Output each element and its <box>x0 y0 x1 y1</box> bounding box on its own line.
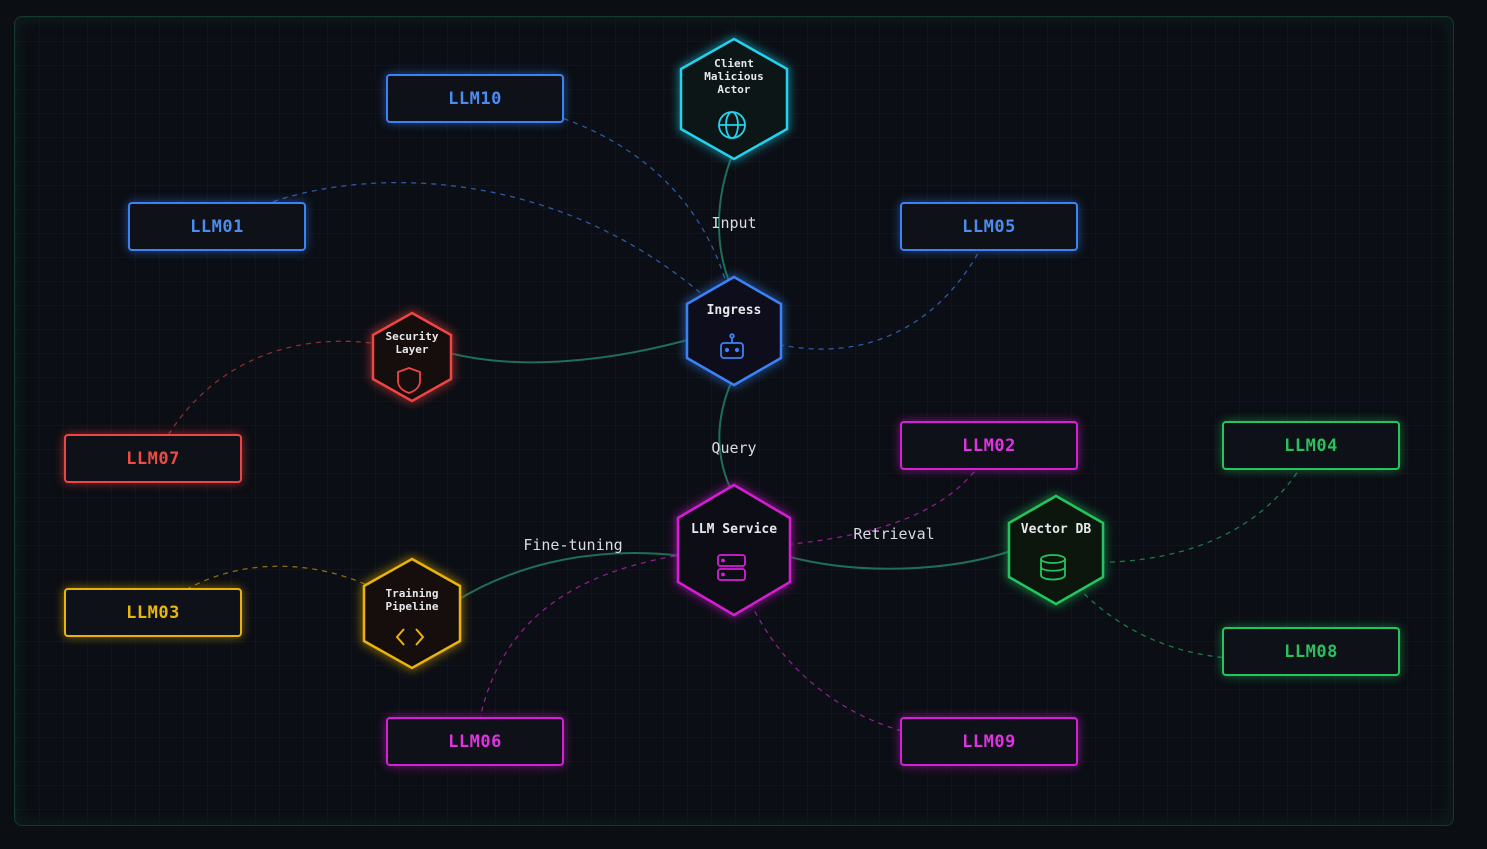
hex-vector-db[interactable] <box>1007 494 1105 606</box>
globe-icon <box>718 111 746 139</box>
hex-vector-db-shape <box>1007 494 1105 606</box>
robot-icon <box>720 333 744 359</box>
hex-llm-service-label: LLM Service <box>690 522 778 537</box>
risk-box-llm04[interactable]: LLM04 <box>1222 421 1400 470</box>
risk-box-llm09[interactable]: LLM09 <box>900 717 1078 766</box>
risk-box-llm01[interactable]: LLM01 <box>128 202 306 251</box>
risk-box-llm03[interactable]: LLM03 <box>64 588 242 637</box>
risk-box-llm05[interactable]: LLM05 <box>900 202 1078 251</box>
hex-client-label: Client Malicious Actor <box>704 57 764 96</box>
edge-label-retrieval: Retrieval <box>853 525 935 543</box>
hex-ingress[interactable] <box>685 275 783 387</box>
hex-training-pipeline-label: Training Pipeline <box>385 587 439 613</box>
connections-layer <box>153 37 1313 742</box>
edge-label-query: Query <box>711 439 757 457</box>
hex-ingress-shape <box>685 275 783 387</box>
hex-security-layer[interactable] <box>371 311 453 403</box>
hex-client[interactable] <box>679 37 789 161</box>
hex-client-shape <box>679 37 789 161</box>
hex-training-pipeline[interactable] <box>362 557 462 670</box>
risk-box-llm08[interactable]: LLM08 <box>1222 627 1400 676</box>
risk-connectors <box>153 98 1313 742</box>
hex-ingress-label: Ingress <box>706 303 762 318</box>
connector-llm06 <box>475 548 735 742</box>
code-icon <box>395 628 425 646</box>
hex-llm-service[interactable] <box>676 483 792 617</box>
edge-query <box>718 375 735 497</box>
hex-training-pipeline-shape <box>362 557 462 670</box>
database-icon <box>1040 554 1066 581</box>
edge-retrieval <box>785 550 1012 570</box>
edge-input <box>718 150 735 287</box>
edge-label-fine-tuning: Fine-tuning <box>523 536 623 554</box>
edge-security-ingress <box>448 338 692 364</box>
risk-box-llm06[interactable]: LLM06 <box>386 717 564 766</box>
hex-vector-db-label: Vector DB <box>1020 522 1092 537</box>
edge-fine-tuning <box>455 552 684 602</box>
edge-label-input: Input <box>711 214 757 232</box>
connector-llm09 <box>733 560 992 742</box>
shield-icon <box>397 367 421 394</box>
server-icon <box>717 554 746 581</box>
hex-security-layer-label: Security Layer <box>385 330 439 356</box>
connector-llm10 <box>475 98 732 302</box>
hex-security-layer-shape <box>371 311 453 403</box>
risk-box-llm02[interactable]: LLM02 <box>900 421 1078 470</box>
connector-llm07 <box>153 340 413 462</box>
risk-box-llm07[interactable]: LLM07 <box>64 434 242 483</box>
hex-llm-service-shape <box>676 483 792 617</box>
risk-box-llm10[interactable]: LLM10 <box>386 74 564 123</box>
diagram-canvas: Client Malicious Actor Ingress LLM Servi… <box>14 16 1454 826</box>
flow-edges <box>448 150 1012 602</box>
